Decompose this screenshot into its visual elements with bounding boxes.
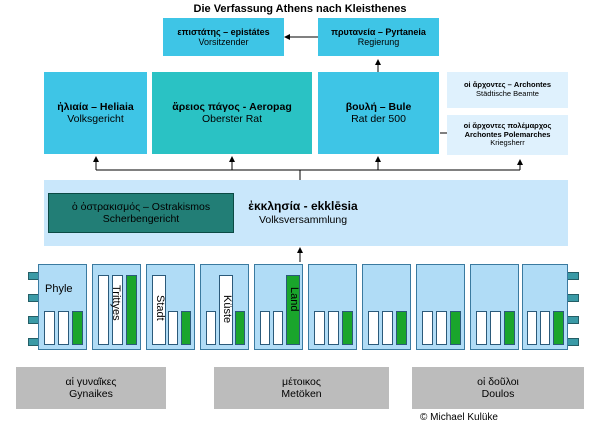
prytaneia-german: Regierung: [357, 37, 400, 47]
ostrakismos-greek: ὁ ὀστρακισμός – Ostrakismos: [71, 200, 211, 213]
phyle-column-7: [362, 264, 411, 350]
phyle-column-6: [308, 264, 357, 350]
epistates-greek: επιστάτης – epistátes: [177, 26, 270, 37]
phyle-label: Phyle: [45, 283, 73, 295]
group-metoeken-german: Metöken: [281, 388, 322, 400]
ekklesia-label: ἐκκλησία - ekklēsia Volksversammlung: [236, 190, 370, 236]
polemarchos-greek: οἱ ἄρχοντες πολέμαρχος: [463, 121, 552, 131]
areopag-german: Oberster Rat: [201, 113, 263, 125]
group-doulos: οἱ δοῦλοι Doulos: [412, 367, 584, 409]
bule-greek: βουλή – Bule: [345, 100, 412, 113]
phyle-column-8: [416, 264, 465, 350]
group-metoeken: μέτοικος Metöken: [214, 367, 389, 409]
copyright: © Michael Kulüke: [420, 412, 498, 423]
group-gynaikes-greek: αἱ γυναῖκες: [65, 375, 117, 388]
heliaia-box: ἡλιαία – Heliaia Volksgericht: [44, 72, 147, 154]
epistates-box: επιστάτης – epistátes Vorsitzender: [163, 18, 284, 56]
prytaneia-box: πρυτανεία – Pyrtaneia Regierung: [318, 18, 439, 56]
group-doulos-german: Doulos: [481, 388, 515, 400]
bule-german: Rat der 500: [351, 113, 406, 125]
phyle-right-tabs: [567, 262, 579, 352]
bule-box: βουλή – Bule Rat der 500: [318, 72, 439, 154]
land-label: Land: [288, 287, 300, 312]
phyle-column-9: [470, 264, 519, 350]
trittyes-label: Trittyes: [110, 285, 122, 321]
phyle-column-1: Phyle: [38, 264, 87, 350]
phyle-column-4: Küste: [200, 264, 249, 350]
phyle-column-5: Land: [254, 264, 303, 350]
polemarchos-latin: Archontes Polemarches: [464, 129, 551, 139]
kueste-label: Küste: [221, 295, 233, 324]
stadt-label: Stadt: [154, 295, 166, 321]
heliaia-german: Volksgericht: [67, 113, 124, 125]
archontes-german: Städtische Beamte: [476, 89, 539, 98]
areopag-greek: ἄρειος πάγος - Aeropag: [172, 100, 292, 113]
group-doulos-greek: οἱ δοῦλοι: [477, 375, 519, 388]
diagram-title: Die Verfassung Athens nach Kleisthenes: [193, 3, 407, 15]
phyle-column-2: Trittyes: [92, 264, 141, 350]
ostrakismos-german: Scherbengericht: [102, 213, 180, 225]
phyle-column-3: Stadt: [146, 264, 195, 350]
heliaia-greek: ἡλιαία – Heliaia: [57, 100, 134, 113]
epistates-german: Vorsitzender: [198, 37, 249, 47]
group-gynaikes-german: Gynaikes: [69, 388, 113, 400]
prytaneia-greek: πρυτανεία – Pyrtaneia: [331, 26, 426, 37]
archontes-greek: οἱ ἄρχοντες – Archontes: [463, 80, 552, 90]
group-metoeken-greek: μέτοικος: [282, 375, 321, 388]
ekklesia-greek: ἐκκλησία - ekklēsia: [248, 199, 358, 214]
polemarchos-german: Kriegsherr: [490, 138, 525, 148]
ekklesia-german: Volksversammlung: [258, 213, 348, 226]
archontes-box: οἱ ἄρχοντες – Archontes Städtische Beamt…: [447, 72, 568, 108]
areopag-box: ἄρειος πάγος - Aeropag Oberster Rat: [152, 72, 312, 154]
phyle-column-10: [522, 264, 568, 350]
group-gynaikes: αἱ γυναῖκες Gynaikes: [16, 367, 166, 409]
polemarchos-box: οἱ ἄρχοντες πολέμαρχος Archontes Polemar…: [447, 115, 568, 155]
ostrakismos-box: ὁ ὀστρακισμός – Ostrakismos Scherbengeri…: [48, 193, 234, 233]
